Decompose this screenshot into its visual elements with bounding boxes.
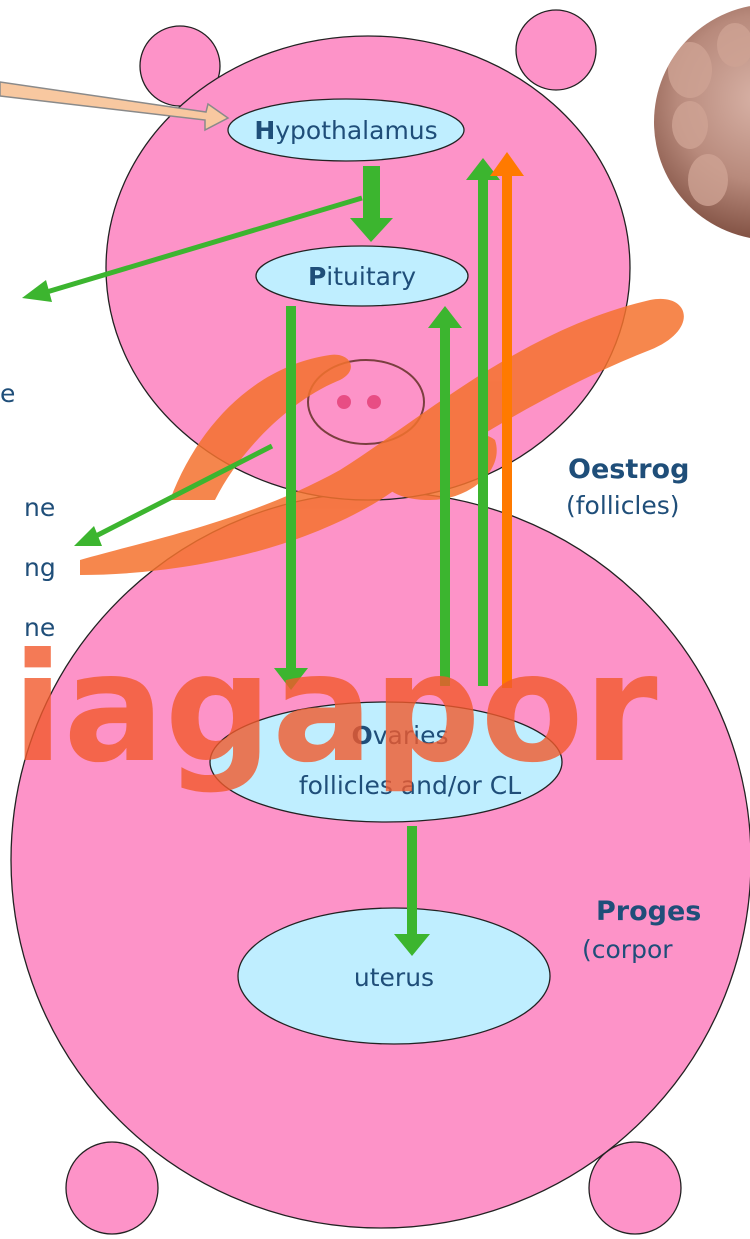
uterus-label: uterus bbox=[354, 963, 434, 992]
foot-bottom-right bbox=[589, 1142, 681, 1234]
pituitary-initial: P bbox=[308, 262, 326, 291]
left-label-3: ng bbox=[24, 553, 56, 582]
eye-left bbox=[337, 395, 351, 409]
node-uterus: uterus bbox=[238, 908, 550, 1044]
pituitary-rest: ituitary bbox=[326, 262, 416, 291]
watermark-text: iagapor bbox=[12, 622, 658, 796]
left-label-1: e bbox=[0, 379, 15, 408]
progesterone-source: (corpor bbox=[582, 935, 673, 964]
foot-bottom-left bbox=[66, 1142, 158, 1234]
hypothalamus-rest: ypothalamus bbox=[275, 116, 437, 145]
oestrogen-label: Oestrog bbox=[568, 454, 689, 485]
svg-text:Hypothalamus: Hypothalamus bbox=[254, 116, 437, 145]
progesterone-label: Proges bbox=[596, 896, 701, 927]
body-circle bbox=[11, 492, 750, 1228]
oestrogen-source: (follicles) bbox=[566, 491, 680, 520]
photo-thumbnail bbox=[654, 4, 750, 240]
svg-text:Pituitary: Pituitary bbox=[308, 262, 416, 291]
left-label-2: ne bbox=[24, 493, 55, 522]
node-pituitary: Pituitary bbox=[256, 246, 468, 306]
ear-top-right bbox=[516, 10, 596, 90]
eye-right bbox=[367, 395, 381, 409]
hypothalamus-initial: H bbox=[254, 116, 275, 145]
node-hypothalamus: Hypothalamus bbox=[228, 99, 464, 161]
